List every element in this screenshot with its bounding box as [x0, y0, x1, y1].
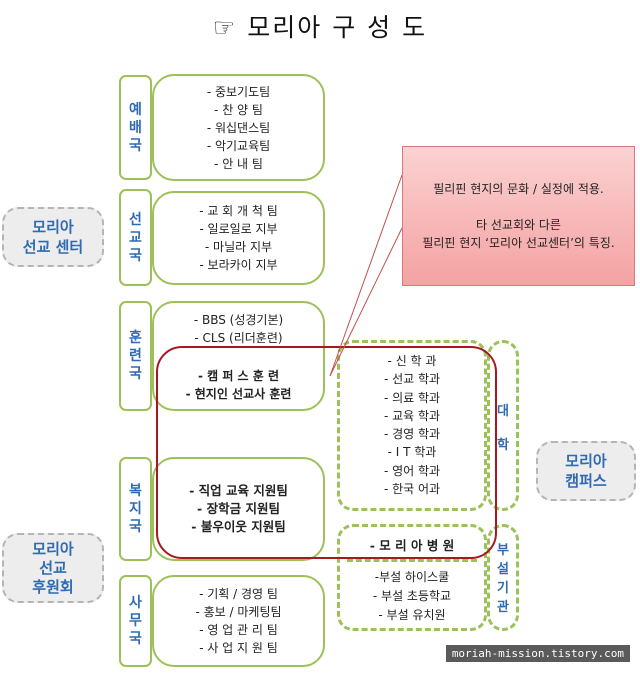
side-label-line: 선교 — [39, 558, 67, 577]
affiliated-label: 부 설 기 관 — [487, 541, 519, 617]
dept-char: 훈 — [129, 330, 142, 346]
teams-worship: - 중보기도팀 - 찬 양 팀 - 워십댄스팀 - 악기교육팀 - 안 내 팀 — [152, 74, 325, 181]
university-label: 대 학 — [487, 395, 519, 463]
dept-char: 무 — [129, 613, 142, 629]
callout-note: 필리핀 현지의 문화 / 실정에 적용. 타 선교회와 다른 필리핀 현지 ‘모… — [402, 146, 635, 286]
note-line: 필리핀 현지의 문화 / 실정에 적용. — [433, 182, 604, 196]
dept-char: 국 — [129, 631, 142, 647]
campus-dept-item: - 경영 학과 — [383, 427, 441, 442]
side-label-mission-center: 모리아 선교 센터 — [2, 207, 104, 267]
dept-char: 국 — [129, 519, 142, 535]
side-label-campus: 모리아 캠퍼스 — [536, 441, 636, 501]
dept-office: 사 무 국 — [119, 575, 152, 667]
affiliated-char: 부 — [497, 543, 509, 558]
team-item-bold: - 캠 퍼 스 훈 련 — [197, 369, 280, 383]
team-item: - 교 회 개 척 팀 — [199, 204, 278, 218]
team-item: - 안 내 팀 — [214, 156, 263, 171]
dept-char: 국 — [129, 247, 142, 264]
campus-departments-list: - 신 학 과 - 선교 학과 - 의료 학과 - 교육 학과 - 경영 학과 … — [337, 352, 487, 498]
campus-dept-item: - 선교 학과 — [383, 372, 441, 387]
side-label-line: 모리아 — [32, 218, 74, 236]
dept-worship: 예 배 국 — [119, 75, 152, 180]
affiliated-label-box — [487, 524, 519, 631]
team-item: - 불우이웃 지원팀 — [191, 519, 286, 534]
team-item: - 마닐라 지부 — [204, 240, 273, 254]
dept-char: 국 — [129, 366, 142, 382]
teams-office: - 기획 / 경영 팀 - 홍보 / 마케팅팀 - 영 업 관 리 팀 - 사 … — [152, 575, 325, 667]
dept-char: 선 — [129, 211, 142, 228]
team-item: - 일로일로 지부 — [199, 222, 278, 236]
campus-departments-box — [337, 340, 487, 511]
dept-char: 련 — [129, 348, 142, 364]
watermark: moriah-mission.tistory.com — [445, 645, 630, 662]
side-label-line: 선교 센터 — [22, 238, 84, 256]
team-item: - 장학금 지원팀 — [197, 501, 280, 516]
university-char: 대 — [497, 404, 509, 419]
schools-list: -부설 하이스쿨 - 부설 초등학교 - 부설 유치원 — [337, 568, 487, 625]
campus-dept-item: - 영어 학과 — [383, 463, 441, 478]
school-item: - 부설 초등학교 — [372, 589, 452, 603]
team-item: - 직업 교육 지원팀 — [189, 483, 288, 498]
campus-dept-item: - 의료 학과 — [383, 390, 441, 405]
side-label-line: 모리아 — [565, 452, 607, 470]
team-item: - 보라카이 지부 — [199, 258, 278, 272]
team-item: - 중보기도팀 — [206, 84, 271, 99]
page-title: ☞ 모리아 구 성 도 — [212, 13, 428, 42]
dept-char: 복 — [129, 483, 142, 499]
affiliated-institutions-box — [337, 524, 487, 631]
affiliated-char: 설 — [497, 562, 509, 577]
team-item-bold: - 현지인 선교사 훈련 — [185, 387, 292, 401]
affiliated-char: 관 — [497, 600, 509, 615]
team-item: - 영 업 관 리 팀 — [199, 623, 278, 637]
team-item: - 악기교육팀 — [206, 138, 271, 153]
school-item: - 부설 유치원 — [378, 608, 446, 622]
school-item: -부설 하이스쿨 — [374, 570, 450, 584]
campus-dept-item: - I T 학과 — [387, 445, 437, 460]
team-item: - 홍보 / 마케팅팀 — [195, 605, 282, 619]
team-item: - 사 업 지 원 팀 — [199, 641, 278, 655]
team-item: - BBS (성경기본) — [193, 313, 284, 327]
dept-char: 지 — [129, 501, 142, 517]
side-label-support-society: 모리아 선교 후원회 — [2, 533, 104, 603]
side-label-line: 모리아 — [32, 539, 74, 558]
dept-char: 사 — [129, 595, 142, 611]
hospital-divider — [347, 559, 477, 562]
note-line: 필리핀 현지 ‘모리아 선교센터’의 특징. — [422, 236, 615, 250]
campus-dept-item: - 신 학 과 — [387, 354, 437, 368]
university-label-box — [487, 340, 519, 511]
university-char: 학 — [497, 438, 509, 453]
team-item: - CLS (리더훈련) — [194, 331, 283, 345]
side-label-line: 캠퍼스 — [565, 472, 607, 490]
team-item: - 찬 양 팀 — [214, 102, 263, 117]
dept-welfare: 복 지 국 — [119, 457, 152, 561]
dept-char: 배 — [129, 119, 142, 136]
dept-char: 교 — [129, 229, 142, 246]
hospital-label: - 모 리 아 병 원 — [369, 538, 455, 553]
affiliated-char: 기 — [497, 581, 509, 596]
dept-char: 국 — [129, 137, 142, 154]
campus-dept-item: - 한국 어과 — [383, 482, 441, 497]
dept-training: 훈 련 국 — [119, 301, 152, 411]
team-item: - 기획 / 경영 팀 — [199, 587, 278, 601]
dept-mission: 선 교 국 — [119, 189, 152, 286]
local-feature-highlight — [156, 346, 497, 559]
campus-dept-item: - 교육 학과 — [383, 408, 441, 423]
dept-char: 예 — [129, 101, 142, 118]
note-line: 타 선교회와 다른 — [476, 218, 561, 232]
teams-mission: - 교 회 개 척 팀 - 일로일로 지부 - 마닐라 지부 - 보라카이 지부 — [152, 191, 325, 285]
side-label-line: 후원회 — [32, 577, 74, 596]
team-item: - 워십댄스팀 — [206, 120, 271, 135]
